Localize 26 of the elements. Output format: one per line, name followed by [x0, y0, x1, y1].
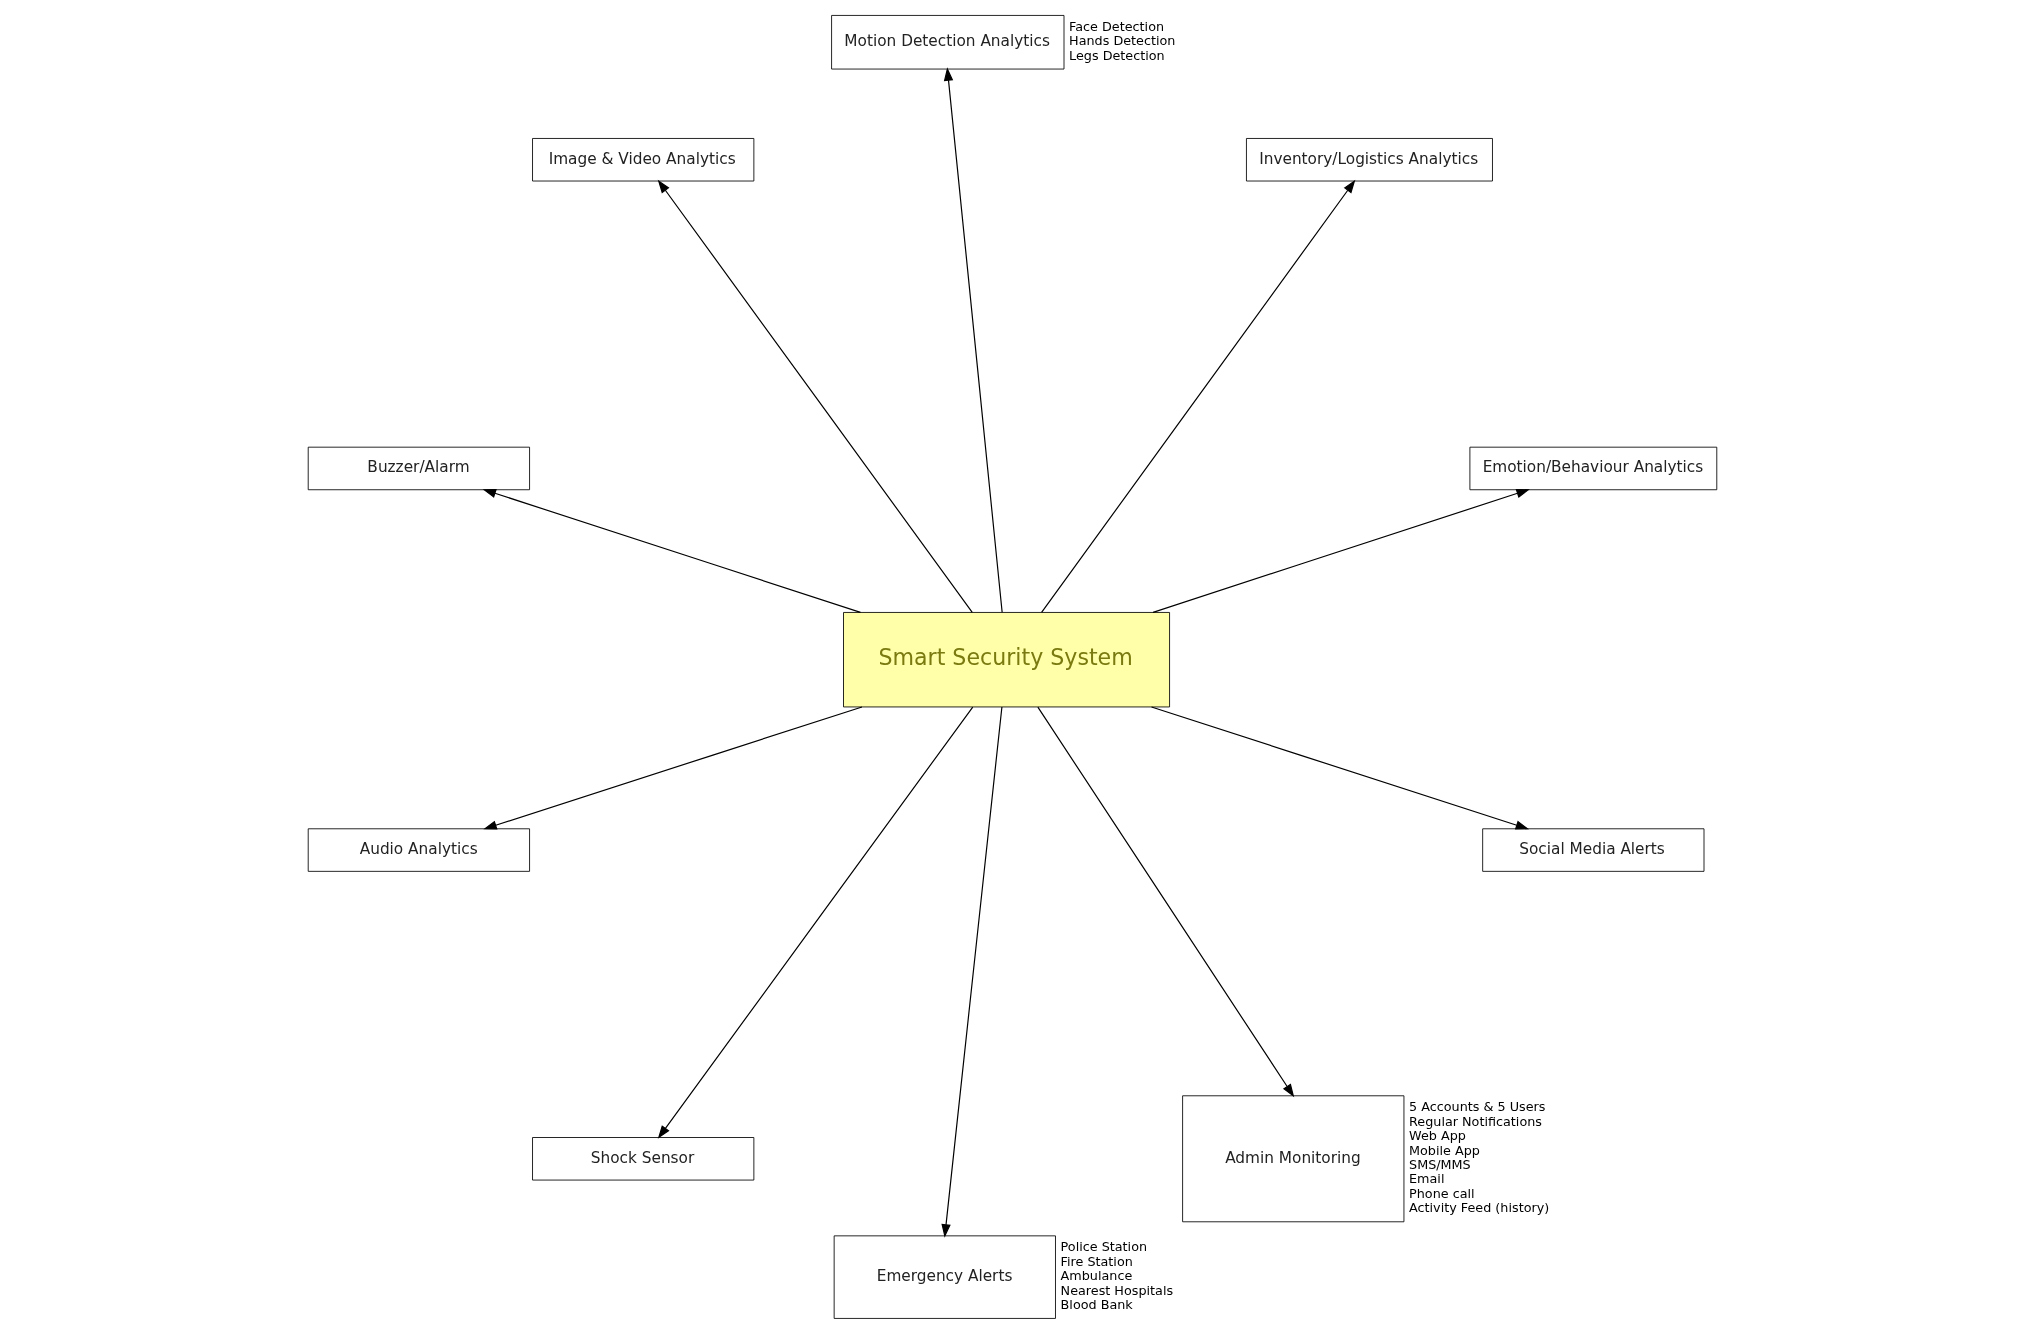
- node-label: Hands Detection: [1068, 33, 1175, 49]
- node-label: Email: [1408, 1171, 1444, 1187]
- arrow: [943, 67, 1003, 613]
- arrow: [1151, 488, 1530, 613]
- arrow: [1036, 706, 1294, 1098]
- node-label: Mobile App: [1408, 1142, 1480, 1158]
- node-label: 5 Accounts & 5 Users: [1408, 1099, 1545, 1115]
- arrow: [482, 706, 863, 830]
- node-label: Nearest Hospitals: [1060, 1282, 1173, 1298]
- node-label: SMS/MMS: [1408, 1157, 1471, 1173]
- node-label: Police Station: [1060, 1239, 1147, 1255]
- node-label: Ambulance: [1060, 1268, 1132, 1284]
- node-label: Legs Detection: [1068, 47, 1165, 63]
- node-label: Blood Bank: [1060, 1297, 1133, 1313]
- node-label: Face Detection: [1068, 18, 1164, 34]
- arrow: [940, 706, 1002, 1238]
- node-label: Web App: [1408, 1128, 1466, 1144]
- arrow: [1150, 706, 1529, 830]
- arrow: [657, 706, 973, 1139]
- arrow: [1040, 179, 1355, 613]
- node-label: Regular Notifications: [1408, 1113, 1542, 1129]
- arrow: [657, 179, 973, 613]
- node-label: Activity Feed (history): [1408, 1200, 1549, 1216]
- node-label: Fire Station: [1060, 1253, 1133, 1269]
- node-label: Phone call: [1408, 1185, 1475, 1201]
- arrow: [482, 488, 861, 613]
